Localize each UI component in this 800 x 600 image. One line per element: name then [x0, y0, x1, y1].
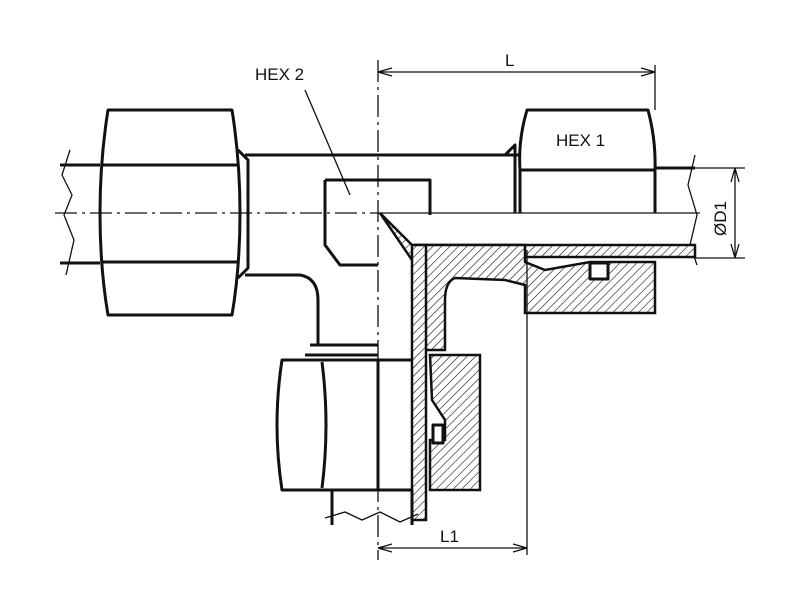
section-view	[378, 212, 657, 522]
right-nut	[503, 108, 657, 213]
dimension-l1	[377, 250, 528, 555]
hex1-label: HEX 1	[556, 131, 605, 150]
dimension-l	[377, 65, 656, 110]
hex2-label: HEX 2	[255, 65, 304, 84]
bottom-pipe	[324, 490, 419, 525]
bottom-nut	[275, 343, 412, 492]
hex2-leader-line	[304, 89, 351, 196]
left-pipe	[60, 149, 100, 276]
length1-label: L1	[440, 527, 459, 546]
diameter-label: ØD1	[711, 201, 730, 236]
length-label: L	[505, 51, 514, 70]
dimension-d1	[695, 167, 745, 259]
tee-body	[245, 153, 520, 345]
